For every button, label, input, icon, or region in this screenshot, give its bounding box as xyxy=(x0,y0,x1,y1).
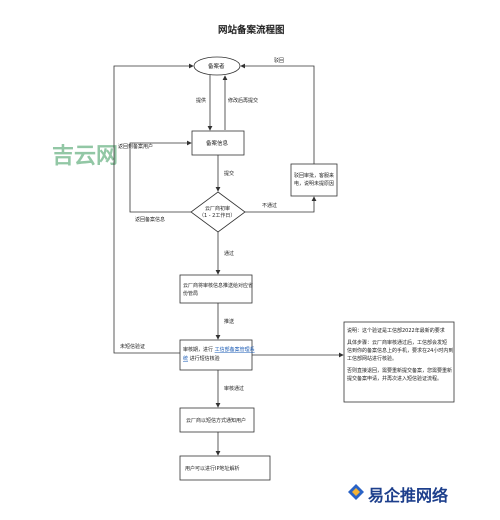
note-box: 说明：这个验证是工信部2022年最新的要求具体步骤：云厂商审核通过后，工信部会发… xyxy=(343,321,455,403)
watermark-right: 易企推网络 xyxy=(348,484,448,505)
node-final: 用户可以进行IP地址解析 xyxy=(179,455,271,481)
edge-label-modify: 修改后再提交 xyxy=(228,97,258,104)
node-start: 备案者 xyxy=(193,56,241,76)
edge-label-return-info: 返回备案信息 xyxy=(135,216,165,223)
node-reject-line1: 驳回审批，客服来 xyxy=(294,172,334,179)
node-verify-link2[interactable]: 统 xyxy=(183,355,188,362)
note-line: 信到你的备案信息上的手机，要求在24小时内到 xyxy=(347,347,453,354)
edge-verify-return-user xyxy=(113,63,194,354)
edge-reject-start xyxy=(240,63,315,164)
edge-label-push: 推送 xyxy=(224,318,234,325)
node-verify: 审核期，进行 工信部备案管理系 统 进行短信核验 xyxy=(179,339,255,371)
watermark-left: 吉云网 xyxy=(52,143,118,169)
node-final-label: 用户可以进行IP地址解析 xyxy=(185,465,240,472)
svg-text:审核期，进行 工信部备案管理系: 审核期，进行 工信部备案管理系 xyxy=(183,346,255,353)
flowchart-title: 网站备案流程图 xyxy=(218,24,285,36)
svg-text:统 进行短信核验: 统 进行短信核验 xyxy=(183,355,220,362)
node-form-label: 备案信息 xyxy=(206,139,229,147)
watermark-right-text: 易企推网络 xyxy=(368,486,448,505)
node-notify-label: 云厂商以短信方式通知用户 xyxy=(186,417,246,424)
node-start-label: 备案者 xyxy=(208,62,225,70)
note-lines: 说明：这个验证是工信部2022年最新的要求具体步骤：云厂商审核通过后，工信部会发… xyxy=(347,327,453,382)
edge-label-provide: 提供 xyxy=(196,97,206,104)
edge-label-approved: 审核通过 xyxy=(224,385,244,392)
edge-decision-return-info xyxy=(129,140,192,213)
edge-label-reject: 驳回 xyxy=(274,57,284,64)
node-submit-bureau: 云厂商将审核信息推送给对应省 份管局 xyxy=(179,274,253,304)
node-verify-link1[interactable]: 工信部备案管理系 xyxy=(215,346,255,353)
edge-label-sms-fail: 未短信验证 xyxy=(120,343,145,350)
node-decision-line2: （1 - 2工作日） xyxy=(199,212,235,219)
note-line: 否则直接退回，需要重新提交备案，您需要重新 xyxy=(347,367,452,374)
note-line: 工信部网站进行核验。 xyxy=(347,355,397,362)
edge-label-not-pass: 不通过 xyxy=(262,202,277,209)
edge-label-return-user: 返回到备案用户 xyxy=(118,143,153,150)
edge-decision-reject xyxy=(245,196,317,213)
node-verify-text2: 进行短信核验 xyxy=(190,355,220,362)
logo-icon-accent xyxy=(352,488,360,496)
node-reject: 驳回审批，客服来 电，说明未提原因 xyxy=(290,163,338,197)
node-submit-line1: 云厂商将审核信息推送给对应省 xyxy=(183,282,253,289)
edge-label-pass: 通过 xyxy=(224,250,234,257)
node-decision-line1: 云厂商初审 xyxy=(205,205,230,212)
note-line: 提交备案申请，并再次进入短信验证流程。 xyxy=(347,375,442,382)
node-form: 备案信息 xyxy=(191,130,245,156)
node-decision: 云厂商初审 （1 - 2工作日） xyxy=(190,191,246,233)
note-line: 具体步骤：云厂商审核通过后，工信部会发短 xyxy=(347,339,447,346)
node-reject-line2: 电，说明未提原因 xyxy=(294,180,334,187)
edge-label-submit: 提交 xyxy=(224,170,234,177)
node-submit-line2: 份管局 xyxy=(183,290,198,297)
note-line: 说明：这个验证是工信部2022年最新的要求 xyxy=(347,327,445,334)
node-verify-text1: 审核期，进行 xyxy=(183,346,213,353)
node-notify: 云厂商以短信方式通知用户 xyxy=(179,407,255,433)
